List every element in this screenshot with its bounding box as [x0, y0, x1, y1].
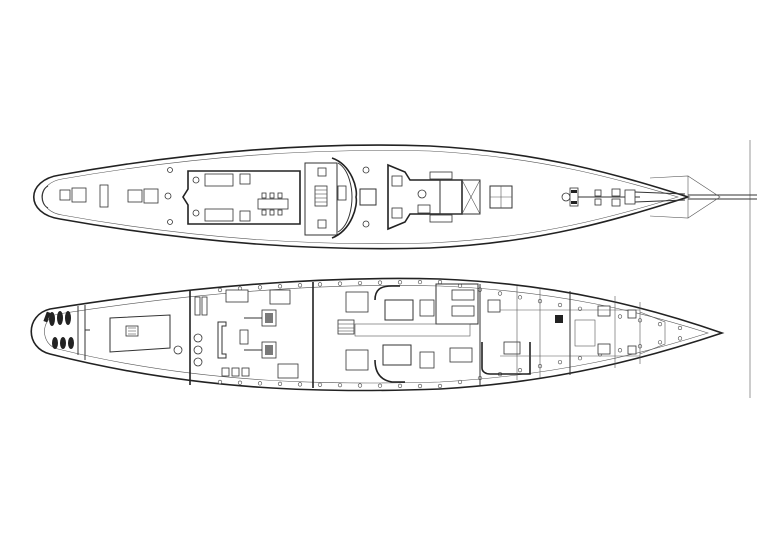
- porthole: [357, 280, 363, 286]
- porthole: [657, 340, 663, 345]
- porthole: [437, 279, 443, 285]
- porthole: [617, 314, 623, 319]
- porthole: [437, 383, 443, 389]
- stern-rail: [41, 185, 49, 209]
- porthole: [577, 356, 583, 361]
- wheelhouse: [304, 157, 358, 239]
- forward-deckhouse: [387, 163, 481, 231]
- bow-pulpit: [649, 175, 689, 219]
- porthole: [417, 383, 423, 389]
- main-deck-bulwark: [42, 150, 680, 245]
- porthole: [217, 379, 223, 385]
- engine-room: [193, 289, 299, 379]
- porthole: [317, 282, 323, 287]
- windlass-gear: [561, 187, 686, 207]
- stairs: [337, 319, 355, 335]
- porthole: [377, 280, 383, 285]
- main-deck-hull-outline: [33, 144, 691, 250]
- porthole: [277, 284, 283, 289]
- porthole: [457, 379, 463, 385]
- porthole: [297, 283, 303, 288]
- porthole: [317, 382, 323, 387]
- porthole: [397, 280, 403, 285]
- porthole: [377, 383, 383, 388]
- porthole: [617, 348, 623, 353]
- porthole: [257, 381, 263, 386]
- porthole: [237, 380, 243, 385]
- companionway: [359, 188, 377, 206]
- porthole: [677, 336, 683, 341]
- lower-deck-plan: [30, 277, 725, 392]
- porthole: [657, 322, 663, 327]
- deckhouse-saloon: [182, 170, 301, 225]
- porthole: [397, 383, 403, 388]
- porthole: [517, 295, 523, 300]
- porthole: [417, 279, 423, 285]
- porthole: [297, 382, 303, 387]
- crew-and-galley: [481, 286, 666, 380]
- porthole: [357, 383, 363, 388]
- main-deck-plan: [33, 144, 757, 250]
- porthole: [497, 291, 503, 296]
- porthole: [337, 383, 343, 388]
- porthole: [337, 281, 343, 286]
- porthole: [677, 325, 683, 331]
- lazarette: [43, 305, 183, 360]
- porthole: [217, 287, 223, 293]
- porthole: [277, 381, 283, 386]
- porthole: [517, 368, 523, 373]
- porthole: [457, 283, 463, 288]
- porthole: [257, 285, 263, 290]
- lower-deck-hull-outline: [30, 277, 725, 392]
- guest-cabins: [337, 283, 479, 383]
- porthole: [557, 360, 563, 365]
- porthole: [557, 302, 563, 308]
